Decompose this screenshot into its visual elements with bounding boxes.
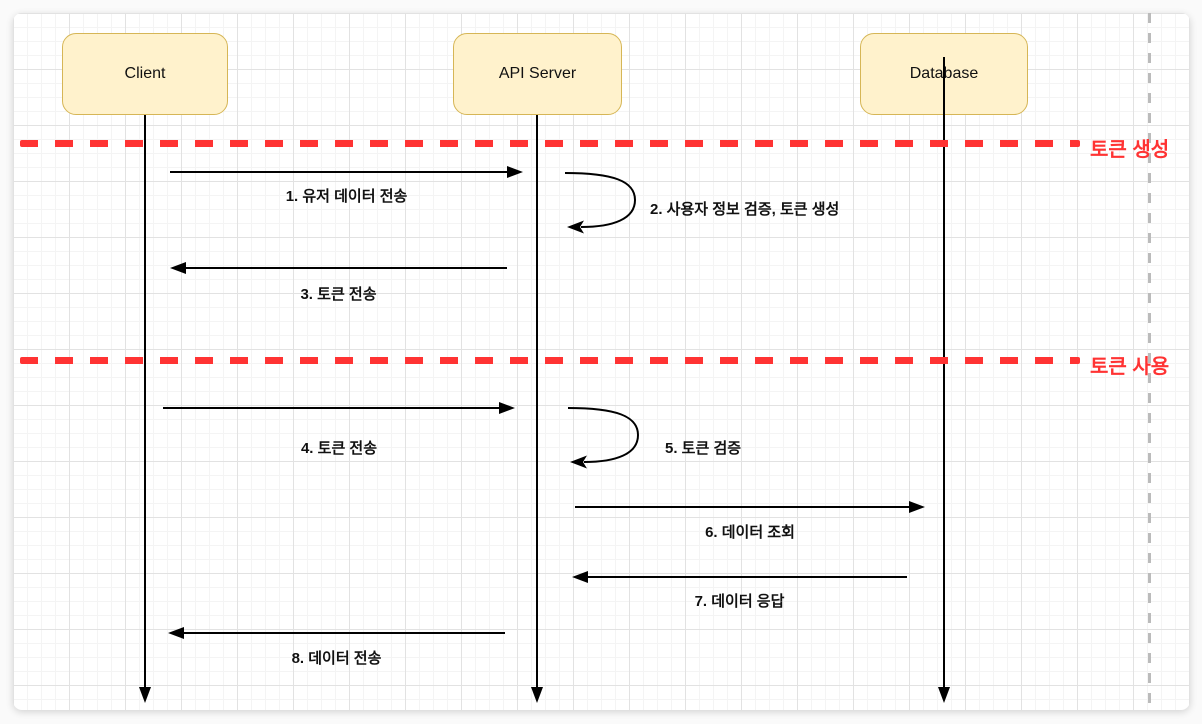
message-6-line <box>575 506 911 508</box>
message-7-arrowhead-icon <box>572 571 588 583</box>
message-2-label: 2. 사용자 정보 검증, 토큰 생성 <box>650 201 840 218</box>
page-boundary-dashed-line <box>1148 13 1151 710</box>
message-1-line <box>170 171 509 173</box>
separator-token-usage-label[interactable]: 토큰 사용 <box>1090 356 1170 378</box>
message-8-send-data[interactable]: 8. 데이터 전송 <box>168 625 505 667</box>
message-1-send-user-data[interactable]: 1. 유저 데이터 전송 <box>170 164 523 206</box>
lifeline-api-server <box>536 115 538 689</box>
message-6-label: 6. 데이터 조회 <box>705 524 795 541</box>
message-7-line <box>588 576 907 578</box>
lifeline-client-arrowhead-icon <box>139 687 151 703</box>
message-8-line <box>184 632 505 634</box>
separator-token-creation-label[interactable]: 토큰 생성 <box>1090 139 1170 161</box>
actor-api-server[interactable]: API Server <box>453 33 622 115</box>
message-5-verify-token[interactable]: 5. 토큰 검증 <box>567 405 828 469</box>
lifeline-api-server-arrowhead-icon <box>531 687 543 703</box>
message-5-self-loop-arrow <box>567 407 640 469</box>
actor-client[interactable]: Client <box>62 33 228 115</box>
message-4-line <box>163 407 501 409</box>
message-6-query-data[interactable]: 6. 데이터 조회 <box>575 499 925 541</box>
diagram-canvas: Client API Server Database 토큰 생성 토큰 사용 1… <box>13 13 1190 710</box>
message-4-arrowhead-icon <box>499 402 515 414</box>
message-7-data-response[interactable]: 7. 데이터 응답 <box>572 569 907 611</box>
actor-api-server-label: API Server <box>498 65 577 82</box>
separator-token-creation <box>20 140 1080 147</box>
message-1-label: 1. 유저 데이터 전송 <box>285 188 408 205</box>
message-4-label: 4. 토큰 전송 <box>300 440 378 457</box>
message-5-label: 5. 토큰 검증 <box>665 440 742 457</box>
message-3-label: 3. 토큰 전송 <box>300 286 377 303</box>
message-6-arrowhead-icon <box>909 501 925 513</box>
message-2-verify-user-create-token[interactable]: 2. 사용자 정보 검증, 토큰 생성 <box>564 170 895 234</box>
message-8-label: 8. 데이터 전송 <box>291 650 382 667</box>
lifeline-database-arrowhead-icon <box>938 687 950 703</box>
message-3-send-token[interactable]: 3. 토큰 전송 <box>170 260 507 303</box>
separator-token-usage <box>20 357 1080 364</box>
message-7-label: 7. 데이터 응답 <box>694 593 785 610</box>
lifeline-client <box>144 115 146 689</box>
actor-client-label: Client <box>124 65 166 82</box>
message-1-arrowhead-icon <box>507 166 523 178</box>
message-8-arrowhead-icon <box>168 627 184 639</box>
message-3-arrowhead-icon <box>170 262 186 274</box>
message-4-send-token[interactable]: 4. 토큰 전송 <box>163 400 515 458</box>
message-2-self-loop-arrow <box>564 172 637 234</box>
lifeline-database <box>943 57 945 689</box>
message-3-line <box>186 267 507 269</box>
